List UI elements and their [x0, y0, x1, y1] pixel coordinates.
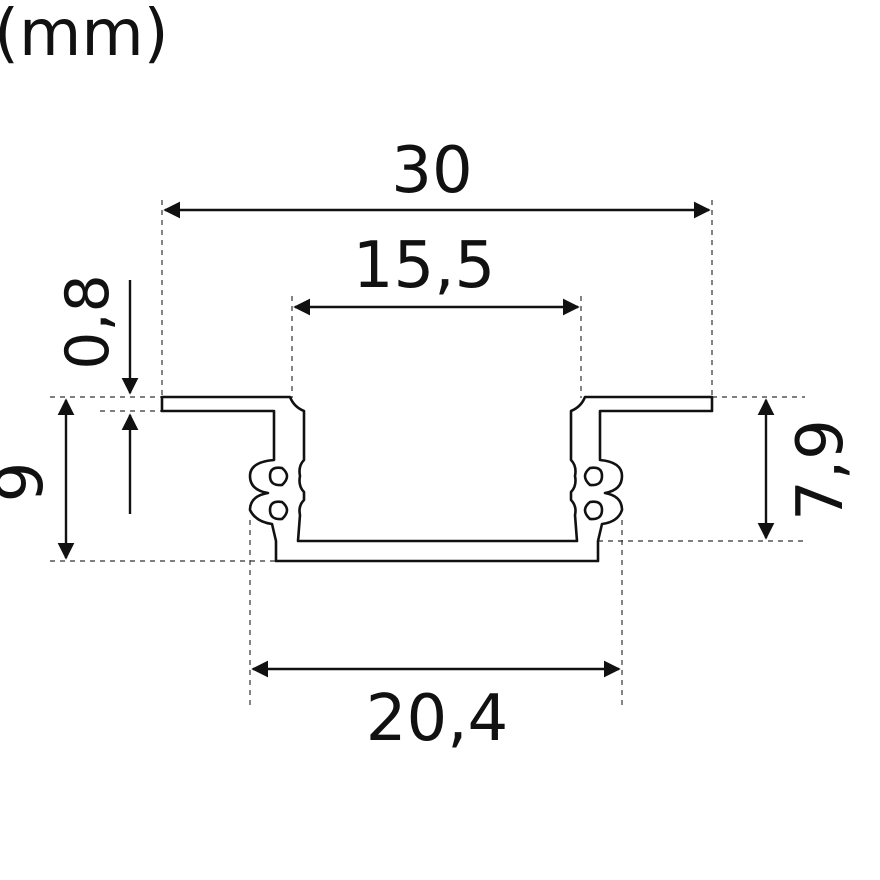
profile-outline: [160, 395, 714, 563]
label-flange-thickness: 0,8: [53, 274, 123, 369]
dim-bottom-width: 20,4: [251, 660, 621, 756]
dim-inner-height: 7,9: [757, 398, 858, 540]
unit-label: (mm): [0, 0, 169, 71]
dim-total-width: 30: [163, 134, 711, 219]
dim-flange-thickness: 0,8: [53, 274, 139, 514]
hook-details: [268, 466, 604, 521]
label-total-height: 9: [0, 462, 58, 503]
dim-total-height: 9: [0, 398, 75, 560]
extension-lines: [50, 200, 805, 710]
dim-opening-width: 15,5: [293, 229, 580, 316]
label-total-width: 30: [391, 134, 472, 208]
label-inner-height: 7,9: [784, 419, 858, 521]
label-opening-width: 15,5: [353, 229, 496, 303]
label-bottom-width: 20,4: [366, 682, 509, 756]
